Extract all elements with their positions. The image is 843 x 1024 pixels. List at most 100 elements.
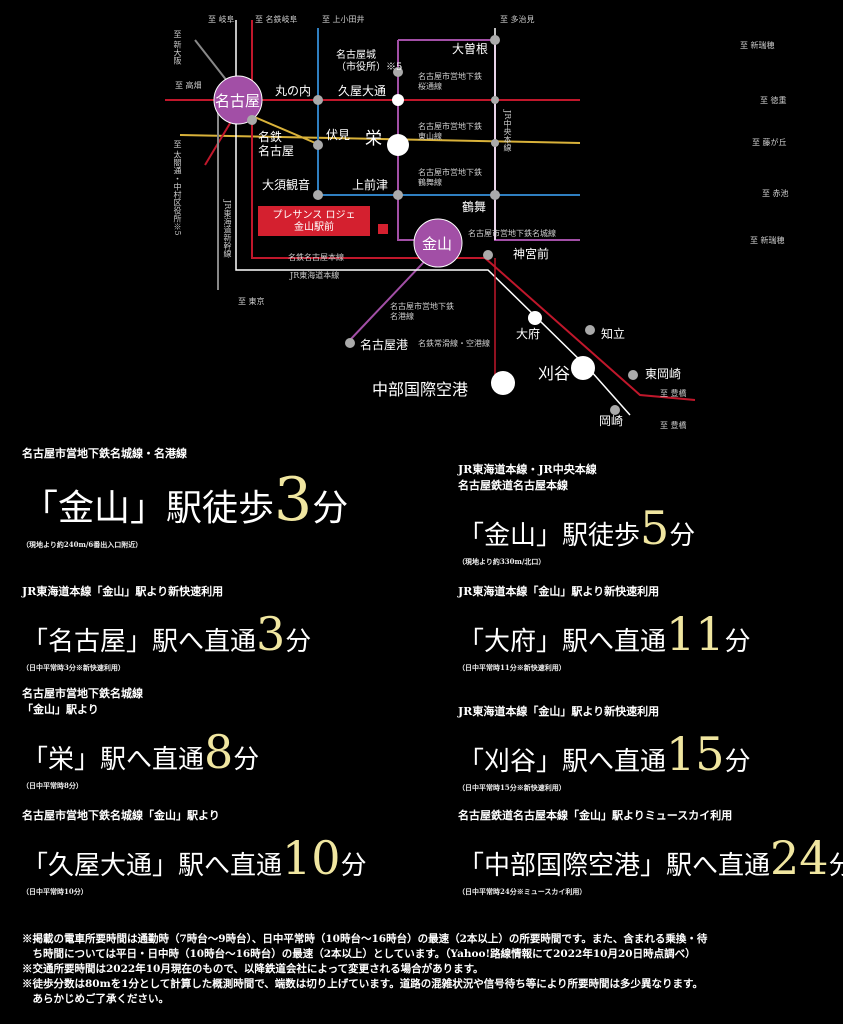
access-station: 「大府」駅へ直通 — [458, 627, 667, 657]
osu-node — [313, 190, 323, 200]
jr-tokaido-line — [235, 20, 631, 416]
access-main: 「金山」駅徒歩3分 — [22, 470, 349, 530]
kanayama-node — [413, 218, 463, 268]
station-okazaki: 岡崎 — [599, 414, 624, 428]
label-higashiyama: 名古屋市営地下鉄 東山線 — [418, 122, 482, 141]
access-line: 名古屋鉄道名古屋本線「金山」駅よりミュースカイ利用 — [458, 809, 733, 822]
access-minutes: 3 — [274, 465, 313, 535]
access-line: JR東海道本線「金山」駅より新快速利用 — [458, 705, 660, 718]
station-jingumae: 神宮前 — [513, 247, 550, 261]
access-line: JR東海道本線「金山」駅より新快速利用 — [458, 585, 660, 598]
dir-gifu: 至 岐阜 — [208, 15, 235, 24]
access-main: 「中部国際空港」駅へ直通24分 — [458, 835, 843, 886]
station-kamimaezu: 上前津 — [352, 178, 389, 192]
station-nagoya: 名古屋 — [215, 92, 261, 110]
access-station: 「栄」駅へ直通 — [22, 745, 205, 775]
property-label-box — [258, 206, 370, 236]
dir-tajimi: 至 多治見 — [500, 15, 535, 24]
chiryu-node — [585, 325, 595, 335]
access-line: 「金山」駅より — [22, 703, 99, 716]
centrair-node — [491, 371, 515, 395]
station-higashiokazaki: 東岡崎 — [645, 367, 682, 381]
tsurumai-node — [490, 190, 500, 200]
station-hisaya: 久屋大通 — [338, 84, 387, 98]
access-minutes: 10 — [282, 831, 341, 885]
footnote: ※徒歩分数は80mを1分として計算した概測時間で、端数は切り上げています。道路の… — [22, 978, 703, 990]
dir-meitetsu-gifu: 至 名鉄岐阜 — [255, 15, 298, 24]
access-main: 「名古屋」駅へ直通3分 — [22, 611, 312, 662]
jr-chuo-node — [491, 139, 499, 147]
jr-shinkansen-label: JR東海道新幹線 — [223, 200, 232, 258]
okazaki-node — [610, 405, 620, 415]
higashiyama-line — [179, 134, 581, 144]
access-line: 名古屋市営地下鉄名城線・名港線 — [22, 447, 187, 460]
jingumae-node — [483, 250, 493, 260]
access-station: 「刈谷」駅へ直通 — [458, 747, 667, 777]
dir-takabata: 至 高畑 — [175, 81, 202, 90]
station-sakae: 栄 — [365, 129, 382, 149]
kariya-node — [571, 356, 595, 380]
dir-shin-mizuho-top: 至 新瑞穂 — [740, 41, 775, 50]
access-main: 「久屋大通」駅へ直通10分 — [22, 835, 367, 886]
access-unit: 分 — [669, 521, 696, 551]
footnote: ※交通所要時間は2022年10月現在のもので、以降鉄道会社によって変更される場合… — [22, 963, 484, 975]
nagoya-node — [213, 75, 263, 125]
higashiokazaki-node — [628, 370, 638, 380]
access-unit: 分 — [828, 851, 843, 881]
access-line: 名古屋市営地下鉄名城線「金山」駅より — [22, 809, 220, 822]
station-nagoyajo: 名古屋城 （市役所）※5 — [336, 50, 403, 73]
label-sakuradori: 名古屋市営地下鉄 桜通線 — [418, 72, 482, 91]
access-minutes: 15 — [666, 727, 725, 781]
access-note: （現地より約330m/北口） — [458, 557, 546, 566]
access-station: 「久屋大通」駅へ直通 — [22, 851, 283, 881]
access-minutes: 11 — [666, 607, 725, 661]
access-station: 「中部国際空港」駅へ直通 — [458, 851, 771, 881]
nagoyako-node — [345, 338, 355, 348]
access-note: （現地より約240m/6番出入口附近） — [22, 540, 143, 549]
obu-node — [528, 311, 542, 325]
nagoyajo-node — [393, 67, 403, 77]
access-station: 「名古屋」駅へ直通 — [22, 627, 257, 657]
station-tsurumai: 鶴舞 — [462, 200, 487, 214]
hisaya-node — [392, 94, 404, 106]
label-meitetsu-tokoname: 名鉄常滑線・空港線 — [418, 339, 490, 348]
access-line: 名古屋鉄道名古屋本線 — [458, 479, 568, 492]
label-jr-tokaido: JR東海道本線 — [290, 271, 340, 280]
dir-toyohashi-2: 至 豊橋 — [660, 421, 687, 430]
access-unit: 分 — [285, 627, 312, 657]
ozone-node — [490, 35, 500, 45]
footnote: ち時間については平日・日中時（10時台〜16時台）の最速（2本以上）としています… — [22, 948, 696, 960]
access-note: （日中平常時3分※新快速利用） — [22, 663, 125, 672]
fushimi-node — [313, 140, 323, 150]
station-kanayama: 金山 — [422, 235, 453, 253]
access-main: 「栄」駅へ直通8分 — [22, 729, 259, 780]
access-unit: 分 — [312, 488, 349, 529]
access-obu: JR東海道本線「金山」駅より新快速利用 「大府」駅へ直通11分 （日中平常時11… — [458, 584, 751, 674]
dir-tokushige: 至 徳重 — [760, 96, 787, 105]
station-osu: 大須観音 — [262, 178, 311, 192]
dir-tokyo: 至 東京 — [238, 297, 265, 306]
meitetsu-nagoya-node — [247, 115, 257, 125]
station-fushimi: 伏見 — [326, 128, 351, 142]
label-meiko: 名古屋市営地下鉄 名港線 — [390, 302, 454, 321]
dir-shin-osaka: 至 新大阪 — [173, 30, 182, 65]
footnote: あらかじめご了承ください。 — [22, 993, 169, 1005]
dir-fujigaoka: 至 藤が丘 — [752, 138, 787, 147]
station-marunouchi: 丸の内 — [275, 84, 312, 98]
access-minutes: 3 — [256, 607, 286, 661]
access-nagoya: JR東海道本線「金山」駅より新快速利用 「名古屋」駅へ直通3分 （日中平常時3分… — [22, 584, 311, 674]
access-note: （日中平常時8分） — [22, 781, 83, 790]
station-centrair: 中部国際空港 — [372, 380, 469, 399]
access-note: （日中平常時10分） — [22, 887, 88, 896]
access-minutes: 24 — [770, 831, 829, 885]
label-tsurumai: 名古屋市営地下鉄 鶴舞線 — [418, 168, 482, 187]
dir-kamiotai: 至 上小田井 — [322, 15, 365, 24]
kamimaezu-node — [393, 190, 403, 200]
property-marker — [378, 224, 388, 234]
access-main: 「刈谷」駅へ直通15分 — [458, 731, 751, 782]
label-meitetsu: 名鉄名古屋本線 — [288, 253, 344, 262]
dir-akaike: 至 赤池 — [762, 189, 789, 198]
access-kanayama-walk-subway: 名古屋市営地下鉄名城線・名港線 「金山」駅徒歩3分 （現地より約240m/6番出… — [22, 446, 348, 551]
dir-shin-mizuho: 至 新瑞穂 — [750, 236, 785, 245]
sakae-node — [387, 134, 409, 156]
